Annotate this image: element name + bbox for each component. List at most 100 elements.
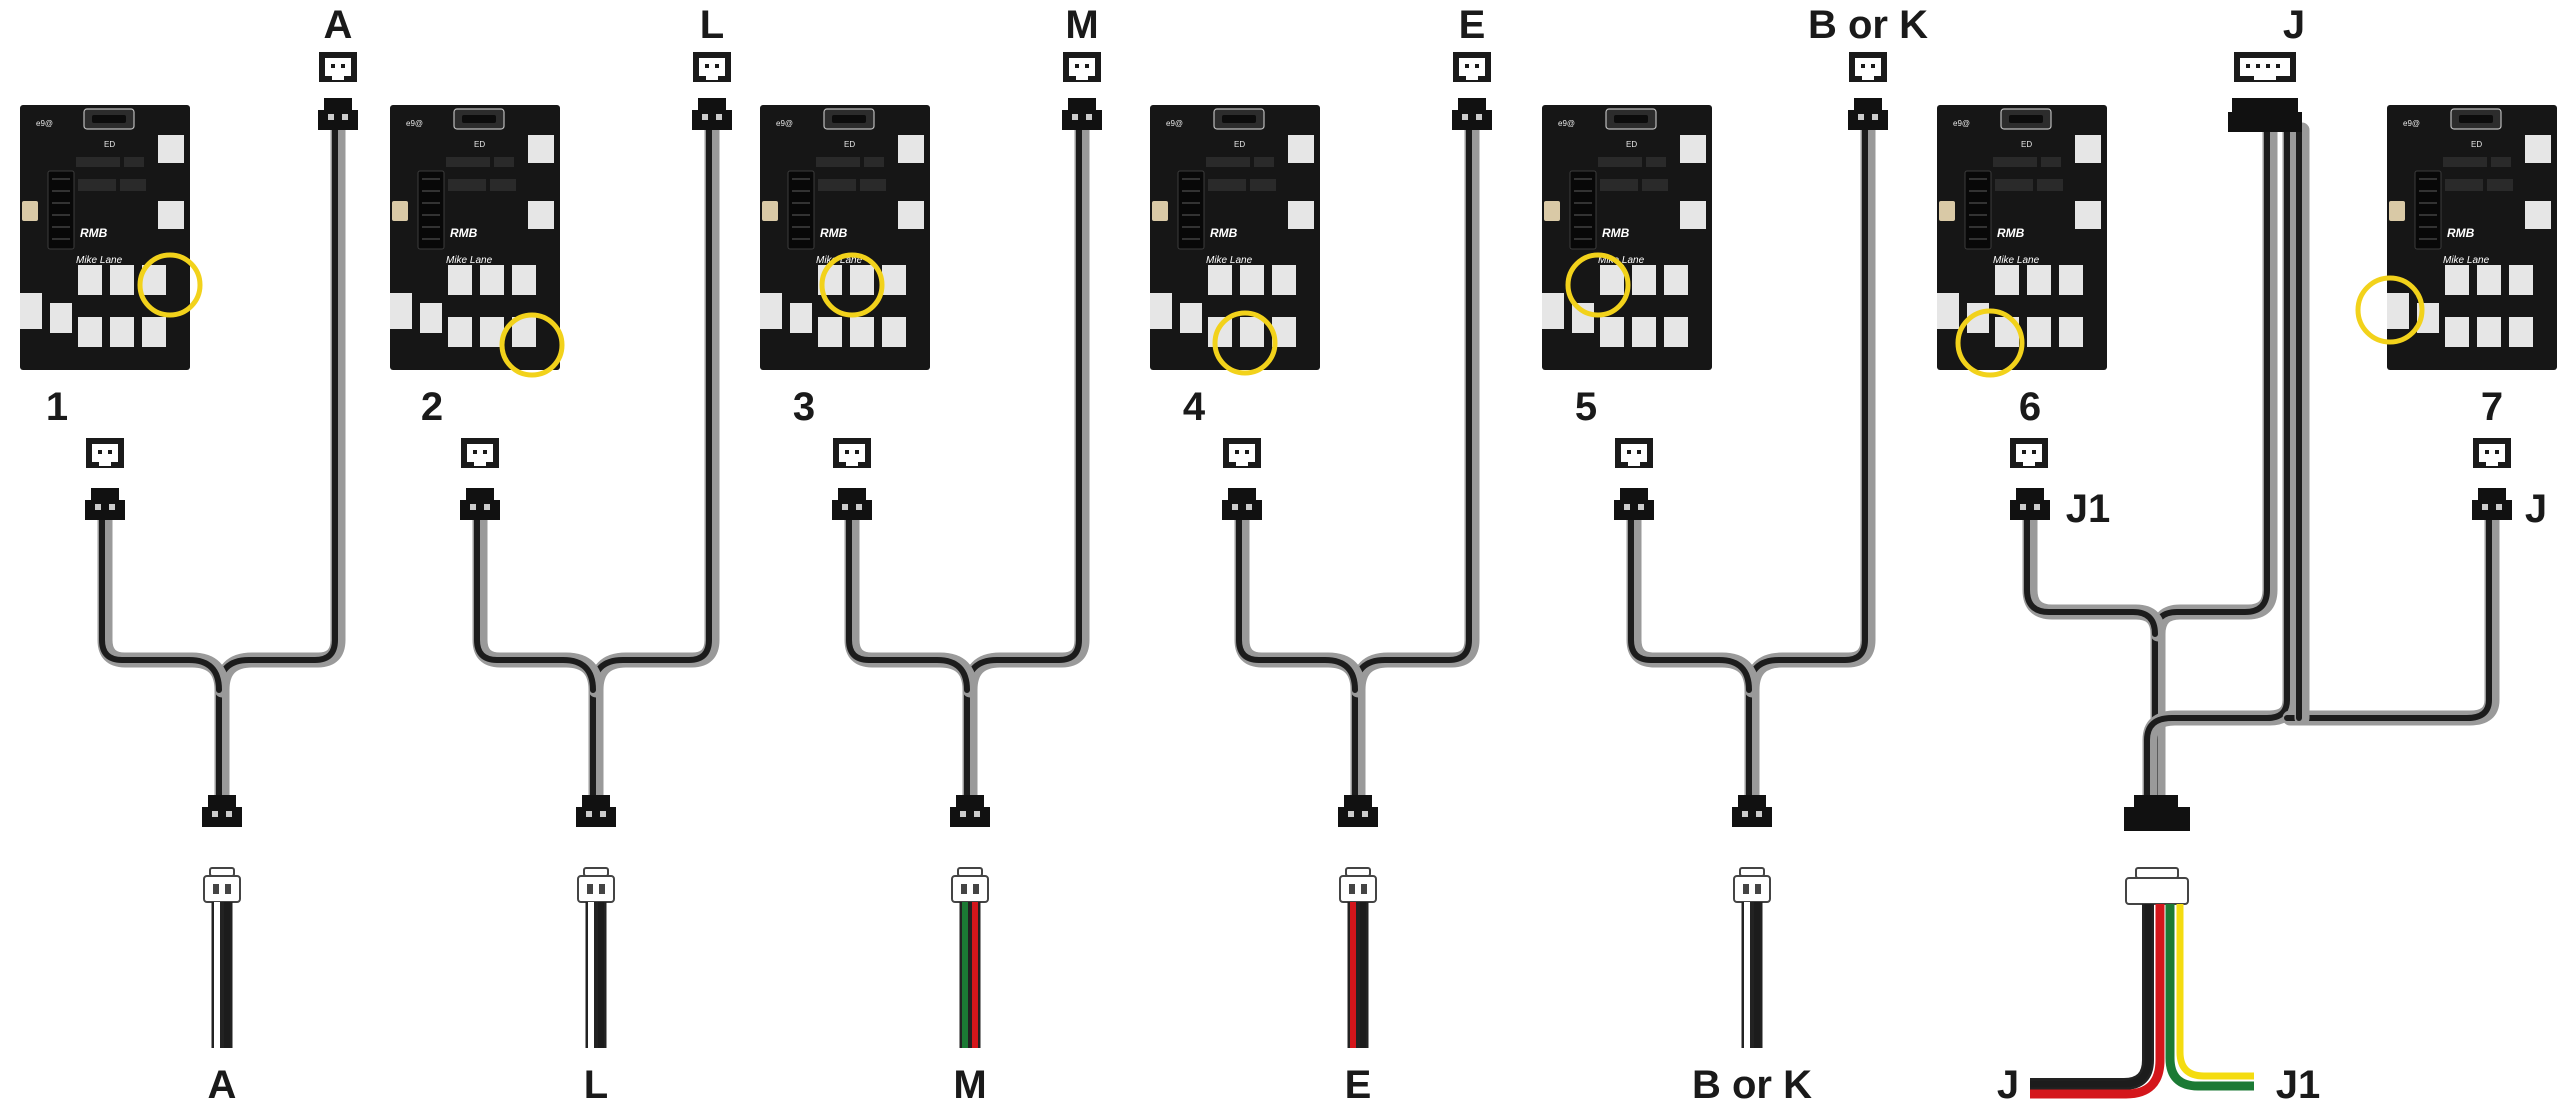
y-cable-sheath	[1744, 122, 1876, 823]
bottom-port-label: B or K	[1692, 1063, 1812, 1107]
y-cable	[474, 507, 596, 693]
top-port-label: A	[324, 3, 353, 47]
highlight-circle	[1565, 252, 1631, 318]
connector-symbol-icon	[2473, 438, 2511, 468]
plug-top	[2232, 98, 2298, 112]
y-cable-sheath	[214, 122, 346, 823]
connector-symbol-icon	[833, 438, 871, 468]
panel-number: 6	[2019, 385, 2041, 429]
top-port-label: J	[2283, 3, 2305, 47]
bottom-port-label: E	[1345, 1063, 1372, 1107]
y-cable-sheath	[588, 122, 720, 823]
plug-top	[318, 98, 358, 130]
y-cable	[964, 127, 1082, 818]
panel-1: 1AA	[19, 3, 358, 1107]
plug-bottom	[1732, 795, 1772, 827]
plug-bottom	[1338, 795, 1378, 827]
y-cable-sheath	[2150, 122, 2278, 808]
y-cable	[846, 507, 970, 693]
plug-left	[2010, 488, 2050, 520]
y-cable	[2152, 127, 2270, 803]
controller-board	[1541, 104, 1713, 371]
mating-connector	[577, 867, 615, 903]
plug-right	[2472, 488, 2512, 520]
y-cable	[2284, 507, 2492, 721]
plug-bottom	[950, 795, 990, 827]
highlight-circle	[819, 252, 885, 318]
y-cable-sheath	[962, 122, 1090, 823]
controller-board	[389, 104, 561, 371]
panel-number: 4	[1183, 385, 1206, 429]
plug-bottom	[2124, 807, 2190, 831]
top-port-label: E	[1459, 3, 1486, 47]
y-cable-sheath	[2282, 502, 2500, 726]
y-cable	[1236, 507, 1358, 693]
connector-symbol-icon	[1453, 52, 1491, 82]
bottom-port-label: A	[208, 1063, 237, 1107]
highlight-circle	[1955, 308, 2025, 378]
top-port-label: B or K	[1808, 3, 1928, 47]
panel-number: 7	[2481, 385, 2503, 429]
mating-connector	[203, 867, 241, 903]
connector-symbol-icon	[86, 438, 124, 468]
mating-connector	[2135, 867, 2179, 879]
plug-bottom	[576, 795, 616, 827]
y-cable	[590, 127, 712, 818]
connector-symbol-icon	[693, 52, 731, 82]
lead-wire	[2030, 904, 2165, 1099]
lead-wire	[2176, 904, 2254, 1080]
panel-number: 5	[1575, 385, 1597, 429]
panel-number: 2	[421, 385, 443, 429]
plug-top	[1062, 98, 1102, 130]
connector-symbol-icon	[1063, 52, 1101, 82]
plug-bottom	[2134, 795, 2178, 807]
plug-top	[2228, 112, 2302, 132]
plug-left	[85, 488, 125, 520]
plug-left	[832, 488, 872, 520]
y-cable-sheath	[1350, 122, 1480, 823]
panel-number: 1	[46, 385, 68, 429]
mating-connector	[1339, 867, 1377, 903]
plug-bottom	[202, 795, 242, 827]
panel-2: 2LL	[389, 3, 732, 1107]
connector-symbol-icon	[461, 438, 499, 468]
connector-symbol-icon	[2234, 52, 2296, 82]
plug-top	[692, 98, 732, 130]
connector-symbol-icon	[1615, 438, 1653, 468]
y-cable	[1746, 127, 1868, 818]
top-port-label: M	[1065, 3, 1098, 47]
plug-left	[1222, 488, 1262, 520]
bottom-port-label: L	[584, 1063, 608, 1107]
controller-board	[19, 104, 191, 371]
plug-top	[1452, 98, 1492, 130]
connector-symbol-icon	[319, 52, 357, 82]
side-port-label: J	[2525, 487, 2547, 531]
y-cable	[2024, 507, 2158, 637]
panel-7: 7J	[2355, 104, 2558, 531]
y-cable	[99, 507, 222, 693]
controller-board	[759, 104, 931, 371]
bottom-port-label-j1: J1	[2276, 1063, 2321, 1107]
highlight-circle	[1212, 310, 1278, 376]
side-port-label: J1	[2066, 487, 2111, 531]
highlight-circle	[2355, 275, 2425, 345]
highlight-circle	[137, 252, 203, 318]
lead-wire-outline	[2030, 904, 2154, 1090]
mating-connector	[1733, 867, 1771, 903]
panel-3: 3MM	[759, 3, 1102, 1107]
mating-connector	[951, 867, 989, 903]
y-cable	[1628, 507, 1752, 693]
plug-left	[460, 488, 500, 520]
controller-board	[1149, 104, 1321, 371]
panel-4: 4EE	[1149, 3, 1492, 1107]
highlight-circle	[499, 312, 565, 378]
connector-symbol-icon	[2010, 438, 2048, 468]
top-port-label: L	[700, 3, 724, 47]
plug-left	[1614, 488, 1654, 520]
bottom-port-label-j: J	[1997, 1063, 2019, 1107]
connector-symbol-icon	[1849, 52, 1887, 82]
mating-connector	[2125, 877, 2189, 905]
